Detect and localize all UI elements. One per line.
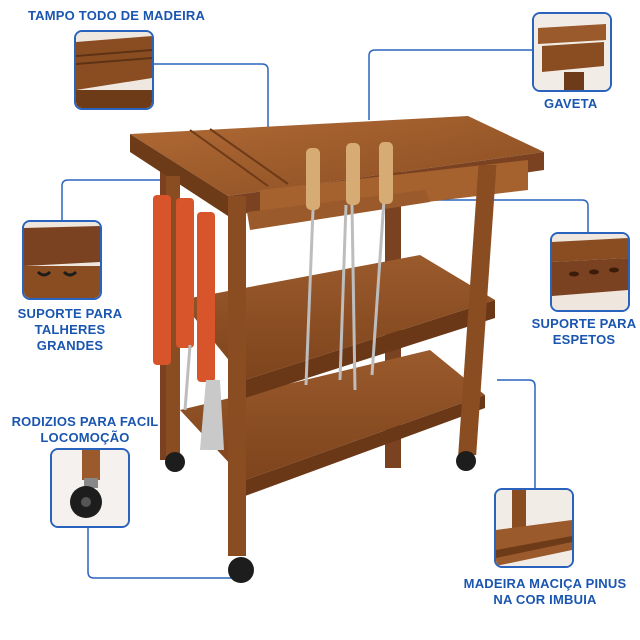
thumbnail-espetos <box>550 232 630 312</box>
connector-rodizios <box>87 526 232 579</box>
callout-espetos-line1: SUPORTE PARA <box>531 316 637 331</box>
drawer-detail-image <box>534 14 610 90</box>
connector-gaveta <box>368 49 532 120</box>
callout-rodizios-label: RODIZIOS PARA FACIL LOCOMOÇÃO <box>10 414 160 446</box>
connector-madeira <box>497 379 536 488</box>
utensil-hooks-detail-image <box>24 222 100 298</box>
thumbnail-tampo <box>74 30 154 110</box>
connector-tampo <box>152 63 269 135</box>
callout-tampo-line1: TAMPO TODO DE MADEIRA <box>28 8 206 23</box>
skewer-holder-detail-image <box>552 234 628 310</box>
callout-madeira-line2: NA COR IMBUIA <box>493 592 597 607</box>
connector-espetos <box>425 199 589 232</box>
tabletop-detail-image <box>76 32 152 108</box>
solid-wood-detail-image <box>496 490 572 566</box>
callout-talheres-label: SUPORTE PARA TALHERES GRANDES <box>2 306 138 354</box>
thumbnail-rodizios <box>50 448 130 528</box>
callout-talheres-line1: SUPORTE PARA <box>17 306 123 321</box>
connector-talheres <box>61 179 168 222</box>
thumbnail-gaveta <box>532 12 612 92</box>
callout-gaveta-label: GAVETA <box>544 96 597 112</box>
thumbnail-talheres <box>22 220 102 300</box>
callout-rodizios-line2: LOCOMOÇÃO <box>40 430 130 445</box>
callout-madeira-line1: MADEIRA MACIÇA PINUS <box>463 576 627 591</box>
thumbnail-madeira <box>494 488 574 568</box>
callout-talheres-line2: TALHERES GRANDES <box>34 322 106 353</box>
callout-tampo-label: TAMPO TODO DE MADEIRA <box>28 8 205 24</box>
caster-wheel-detail-image <box>52 450 128 526</box>
callout-rodizios-line1: RODIZIOS PARA FACIL <box>11 414 159 429</box>
callout-espetos-line2: ESPETOS <box>552 332 616 347</box>
callout-madeira-label: MADEIRA MACIÇA PINUS NA COR IMBUIA <box>452 576 638 608</box>
callout-gaveta-line1: GAVETA <box>544 96 598 111</box>
callout-espetos-label: SUPORTE PARA ESPETOS <box>530 316 638 348</box>
